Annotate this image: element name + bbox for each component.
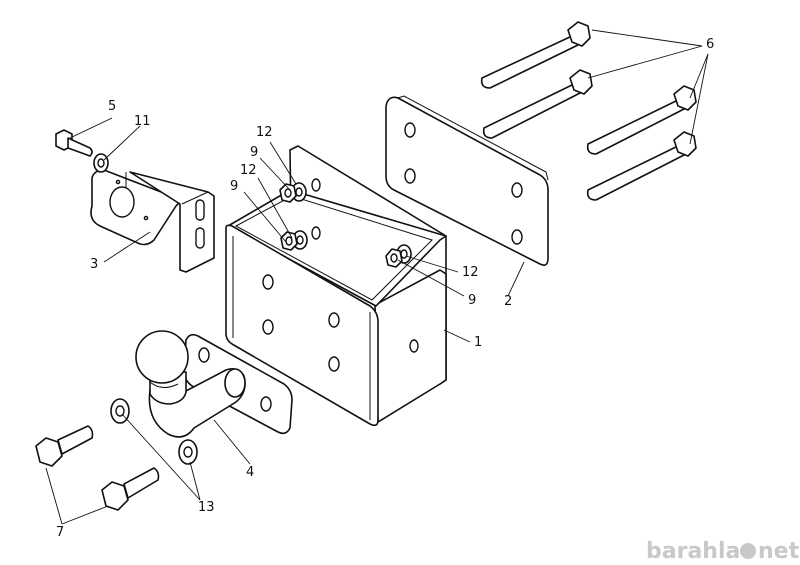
watermark-suffix: net bbox=[758, 539, 800, 564]
nut-washer-middle bbox=[280, 230, 308, 251]
callout-6: 6 bbox=[706, 37, 714, 52]
callout-9-middle: 9 bbox=[230, 179, 238, 194]
callout-13: 13 bbox=[198, 500, 215, 515]
nut-washer-upper bbox=[279, 182, 307, 203]
callout-9-upper: 9 bbox=[250, 145, 258, 160]
callout-5: 5 bbox=[108, 99, 116, 114]
part-3-angle-bracket bbox=[90, 169, 215, 273]
callout-4: 4 bbox=[246, 465, 254, 480]
callout-1: 1 bbox=[474, 335, 482, 350]
nut-washer-right bbox=[385, 244, 412, 268]
callout-12-middle: 12 bbox=[240, 163, 257, 178]
watermark-dot-icon bbox=[740, 543, 756, 559]
callout-9-right: 9 bbox=[468, 293, 476, 308]
callout-3: 3 bbox=[90, 257, 98, 272]
watermark-text: barahla bbox=[646, 539, 740, 564]
part-6-long-bolts bbox=[480, 21, 697, 201]
leader-lines bbox=[45, 29, 709, 525]
callout-11: 11 bbox=[134, 114, 151, 129]
callout-12-right: 12 bbox=[462, 265, 479, 280]
watermark: barahla net bbox=[646, 539, 800, 564]
part-11-washer bbox=[93, 153, 109, 173]
part-4-tow-ball bbox=[135, 330, 293, 438]
callout-labels: 5 11 3 12 9 12 9 12 9 1 2 6 4 13 7 bbox=[56, 37, 714, 540]
part-7-bolts bbox=[35, 425, 160, 511]
callout-12-upper: 12 bbox=[256, 125, 273, 140]
part-2-plate bbox=[385, 95, 549, 266]
callout-2: 2 bbox=[504, 294, 512, 309]
callout-7: 7 bbox=[56, 525, 64, 540]
part-5-bolt bbox=[55, 129, 93, 157]
part-1-bracket bbox=[225, 145, 447, 427]
